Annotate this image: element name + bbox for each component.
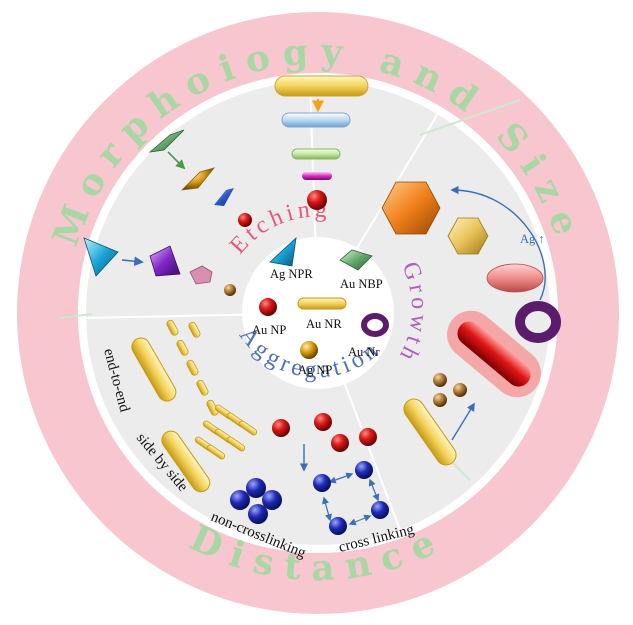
etching-arrow-3 [121, 256, 144, 267]
red-sphere-agg [359, 428, 377, 446]
link-arrow [328, 472, 354, 484]
purple-ring [515, 301, 561, 343]
red-rod [457, 321, 531, 387]
magenta-rod [302, 172, 332, 180]
small-rod [186, 359, 199, 376]
blue-sphere [248, 504, 268, 524]
center-disk [242, 237, 394, 389]
gold-rod-growth-group [403, 398, 457, 466]
gold-rod-growth [403, 398, 457, 466]
red-rod-halo-group [447, 310, 541, 398]
green-rod [291, 148, 341, 160]
gold-hexagon [447, 217, 489, 255]
gold-rod-large [274, 75, 369, 97]
large-gold-rod-1 [131, 337, 177, 402]
blue-sphere [230, 490, 250, 510]
brown-seed-2 [453, 383, 467, 397]
red-sphere-agg [314, 413, 332, 431]
link-arrow [348, 514, 372, 526]
small-rod [188, 321, 201, 338]
outer-ring-edge [17, 12, 619, 614]
orange-hexagon [381, 181, 441, 235]
growth-arrow-curve [450, 185, 546, 301]
outer-ring [18, 13, 618, 613]
red-sphere-small [238, 213, 252, 227]
blue-sphere [246, 478, 266, 498]
blue-rod [281, 112, 351, 128]
blue-bipyramid [214, 188, 234, 206]
blue-sphere [313, 474, 331, 492]
au-np-shape [259, 298, 277, 316]
label-au-nr: Au NR [306, 317, 342, 331]
small-rod [166, 319, 179, 336]
small-rod [226, 436, 246, 452]
aggregation-end-to-end [131, 319, 219, 416]
etching-rod-sequence [274, 75, 369, 210]
large-gold-rod-2 [161, 430, 211, 493]
small-rod [176, 339, 189, 356]
red-sphere-agg [331, 434, 349, 452]
small-rod [196, 379, 209, 396]
ag-npr-shape [269, 236, 297, 267]
purple-prism [149, 245, 181, 277]
small-rod [238, 420, 258, 436]
center-particles: Ag NPR Au NBP Au NP Au NR Au Nr Ag NP [252, 236, 389, 377]
label-au-nbp: Au NBP [340, 277, 383, 291]
au-nring-shape [361, 313, 389, 337]
label-ag-npr: Ag NPR [270, 267, 313, 281]
blue-sphere [355, 461, 373, 479]
etching-bipyramid-sequence [148, 129, 252, 227]
link-arrow [368, 478, 380, 502]
brown-seed-3 [433, 393, 447, 407]
gold-bipyramid [180, 167, 216, 191]
label-au-np: Au NP [252, 323, 286, 337]
blue-sphere [371, 501, 389, 519]
brown-sphere-etching [224, 284, 236, 296]
label-au-nring: Au Nr [348, 345, 380, 359]
blue-sphere [262, 490, 282, 510]
pink-plate [189, 265, 213, 285]
aggregation-non-crosslinking [230, 478, 282, 524]
red-sphere-etching [307, 190, 327, 210]
etching-arrow-2 [167, 151, 186, 170]
au-nbp-shape [339, 249, 373, 271]
blue-sphere [329, 517, 347, 535]
red-sphere-agg [272, 419, 290, 437]
label-ag-np: Ag NP [298, 363, 332, 377]
small-rod [206, 444, 226, 460]
ag-np-shape [300, 341, 318, 359]
growth-arrow-up [451, 402, 475, 441]
etching-prism-sequence [83, 237, 236, 296]
brown-seed-1 [433, 373, 447, 387]
pink-disk [486, 263, 544, 293]
aggregation-side-by-side [161, 404, 258, 493]
label-growth-ag: Ag ↑ [520, 232, 545, 246]
cyan-prism [83, 237, 119, 277]
green-bipyramid [148, 129, 185, 153]
au-nr-shape [297, 297, 347, 310]
link-arrow [322, 496, 332, 522]
aggregation-cross-linking [272, 413, 389, 535]
growth-sequence: Ag ↑ [381, 181, 561, 466]
